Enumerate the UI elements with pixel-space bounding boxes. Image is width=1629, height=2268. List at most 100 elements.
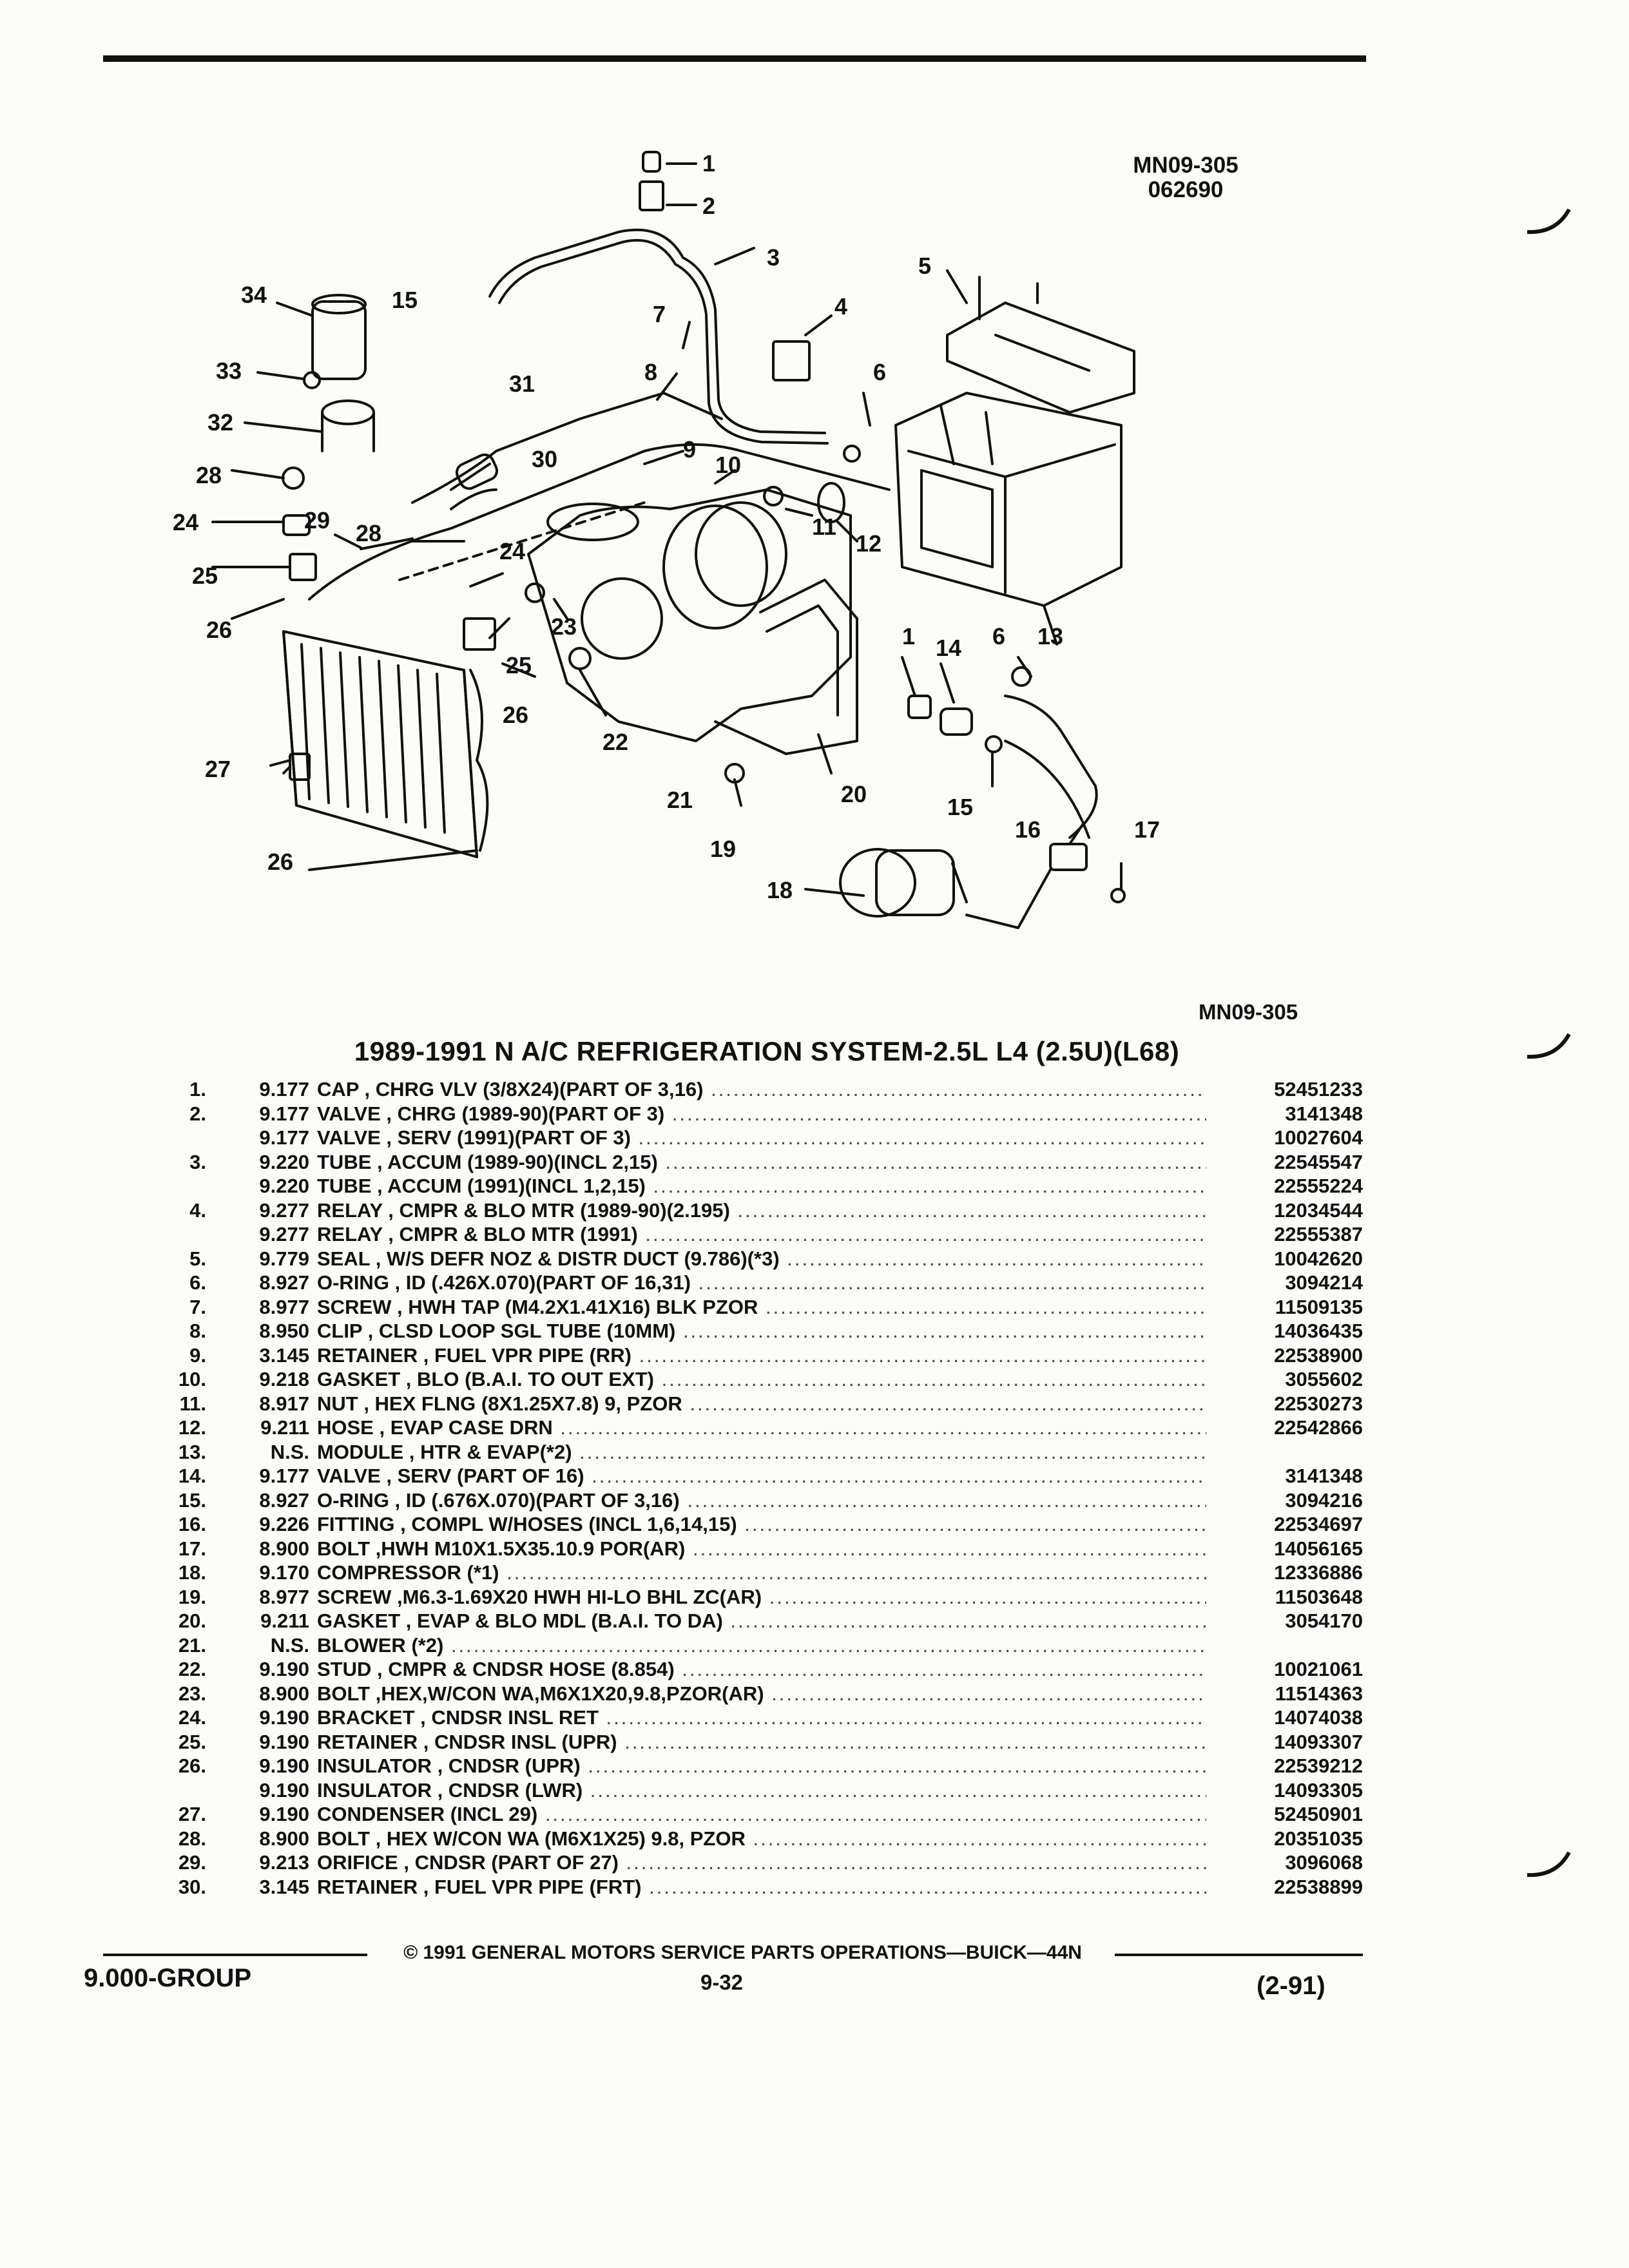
part-number: 52451233 [1274, 1078, 1363, 1100]
callout-32: 32 [207, 409, 233, 436]
part-index: 2. [189, 1102, 206, 1125]
part-number: 22555224 [1274, 1175, 1363, 1197]
leader-dots: ........................................… [653, 1175, 1207, 1197]
part-group-number: 8.900 [259, 1827, 309, 1850]
part-number: 22538899 [1274, 1875, 1363, 1898]
callout-13: 13 [1037, 623, 1063, 649]
part-number: 22530273 [1274, 1392, 1363, 1415]
part-description: VALVE , SERV (PART OF 16) ..............… [317, 1464, 1206, 1488]
part-description-text: TUBE , ACCUM (1989-90)(INCL 2,15) [317, 1150, 658, 1173]
callout-7: 7 [653, 301, 666, 327]
callout-18: 18 [767, 877, 793, 903]
parts-row: 9.190 INSULATOR , CNDSR (LWR) ...........… [148, 1778, 1363, 1803]
part-group-number: 9.190 [259, 1803, 309, 1825]
leader-dots: ........................................… [753, 1827, 1206, 1850]
part-index: 1. [189, 1078, 206, 1100]
leader-dots: ........................................… [626, 1851, 1206, 1874]
part-group-number: 9.211 [260, 1610, 309, 1632]
leader-dots: ........................................… [744, 1513, 1206, 1535]
parts-list: 1. 9.177 CAP , CHRG VLV (3/8X24)(PART OF 3… [148, 1077, 1363, 1899]
callout-14: 14 [936, 635, 961, 661]
callout-17: 17 [1134, 816, 1160, 843]
callout-24: 24 [173, 509, 198, 535]
part-description: RELAY , CMPR & BLO MTR (1991) ..........… [317, 1222, 1206, 1247]
part-description-text: VALVE , SERV (PART OF 16) [317, 1465, 584, 1487]
part-number: 14093307 [1274, 1730, 1363, 1753]
part-description: O-RING , ID (.426X.070)(PART OF 16,31) .… [317, 1271, 1206, 1295]
leader-dots: ........................................… [787, 1247, 1206, 1270]
part-group-number: N.S. [270, 1633, 309, 1657]
leader-dots: ........................................… [506, 1561, 1206, 1584]
part-group-number: 9.190 [259, 1730, 309, 1753]
part-number: 11514363 [1275, 1682, 1363, 1705]
part-index: 23. [178, 1682, 206, 1705]
part-index: 25. [178, 1730, 206, 1753]
part-description-text: VALVE , SERV (1991)(PART OF 3) [317, 1126, 631, 1149]
part-description: RELAY , CMPR & BLO MTR (1989-90)(2.195) … [317, 1198, 1206, 1223]
part-description-text: BLOWER (*2) [317, 1633, 444, 1657]
callout-6-lower: 6 [992, 623, 1005, 649]
parts-row: 27. 9.190 CONDENSER (INCL 29) ............… [148, 1802, 1363, 1827]
part-index: 27. [178, 1803, 206, 1825]
part-description: INSULATOR , CNDSR (LWR) ................… [317, 1778, 1206, 1803]
part-description-text: GASKET , BLO (B.A.I. TO OUT EXT) [317, 1368, 654, 1390]
parts-row: 21.N.S.BLOWER (*2) .....................… [148, 1633, 1363, 1658]
callout-15: 15 [947, 794, 973, 820]
part-group-number: 9.177 [259, 1078, 309, 1100]
part-group-number: 8.977 [259, 1585, 309, 1608]
leader-dots: ........................................… [711, 1078, 1206, 1100]
part-group-number: 8.900 [259, 1537, 309, 1560]
part-group-number: 9.177 [259, 1102, 309, 1125]
binder-mark-icon [1527, 1033, 1571, 1059]
part-description: CAP , CHRG VLV (3/8X24)(PART OF 3,16) ..… [317, 1077, 1206, 1102]
part-index: 17. [178, 1537, 206, 1560]
part-index: 20. [178, 1610, 206, 1632]
binder-mark-icon [1527, 208, 1571, 235]
part-number: 3054170 [1285, 1610, 1363, 1632]
part-index: 30. [178, 1875, 206, 1898]
footer-rule-right [1115, 1954, 1363, 1956]
part-description: BOLT ,HEX,W/CON WA,M6X1X20,9.8,PZOR(AR) … [317, 1682, 1206, 1706]
part-index: 18. [178, 1561, 206, 1584]
leader-dots: ........................................… [698, 1271, 1206, 1294]
part-description: CONDENSER (INCL 29) ....................… [317, 1802, 1206, 1827]
callout-23: 23 [551, 613, 577, 640]
part-description-text: RETAINER , CNDSR INSL (UPR) [317, 1730, 617, 1753]
callout-28-upper: 28 [356, 520, 381, 546]
callout-6: 6 [873, 359, 886, 385]
leader-dots: ........................................… [590, 1778, 1206, 1802]
leader-dots: ........................................… [592, 1465, 1206, 1487]
footer-copyright: © 1991 GENERAL MOTORS SERVICE PARTS OPER… [403, 1942, 1082, 1963]
part-description-text: SCREW , HWH TAP (M4.2X1.41X16) BLK PZOR [317, 1295, 758, 1318]
callout-24-upper: 24 [499, 538, 525, 564]
part-description-text: BOLT ,HEX,W/CON WA,M6X1X20,9.8,PZOR(AR) [317, 1682, 764, 1705]
part-group-number: 9.190 [259, 1778, 309, 1802]
part-number: 14056165 [1274, 1537, 1363, 1560]
leader-dots: ........................................… [588, 1754, 1206, 1777]
diagram-code-block: MN09-305 062690 [1108, 153, 1263, 202]
part-index: 10. [178, 1368, 206, 1390]
part-index: 13. [178, 1440, 206, 1463]
part-description: BOLT , HEX W/CON WA (M6X1X25) 9.8, PZOR … [317, 1827, 1206, 1851]
leader-dots: ........................................… [687, 1488, 1206, 1512]
part-description-text: CLIP , CLSD LOOP SGL TUBE (10MM) [317, 1320, 676, 1342]
callout-2: 2 [702, 193, 715, 219]
part-description-text: O-RING , ID (.426X.070)(PART OF 16,31) [317, 1271, 691, 1294]
part-number: 3094216 [1285, 1488, 1363, 1512]
part-group-number: 8.977 [259, 1295, 309, 1318]
part-description-text: NUT , HEX FLNG (8X1.25X7.8) 9, PZOR [317, 1392, 682, 1415]
part-index: 21. [178, 1633, 206, 1657]
